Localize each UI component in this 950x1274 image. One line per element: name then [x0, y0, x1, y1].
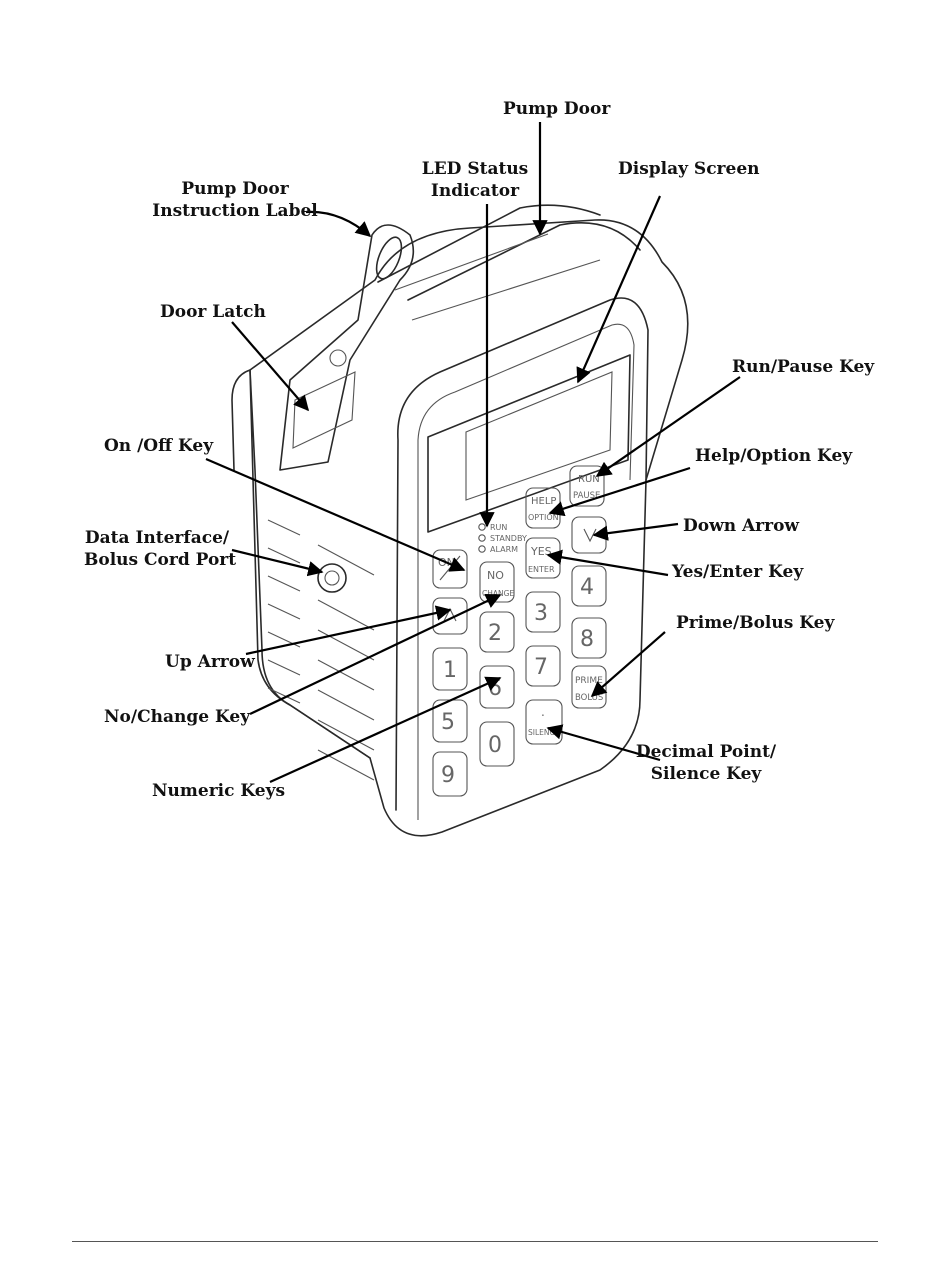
- svg-text:3: 3: [534, 601, 548, 626]
- label-yes-enter-key: Yes/Enter Key: [672, 562, 804, 582]
- led-standby-text: STANDBY: [490, 534, 527, 543]
- label-down-arrow: Down Arrow: [683, 516, 800, 536]
- display-screen-glass: [465, 371, 613, 501]
- arrow-numeric-keys: [269, 676, 502, 784]
- label-run-pause-key: Run/Pause Key: [732, 357, 875, 377]
- numeric-key-2[interactable]: 2: [479, 611, 515, 653]
- led-run-text: RUN: [490, 523, 507, 532]
- label-pump-door-instruction: Pump Door Instruction Label: [150, 178, 320, 222]
- door-latch-outline: [279, 224, 415, 471]
- run-pause-key[interactable]: RUN PAUSE: [569, 465, 605, 507]
- svg-text:9: 9: [441, 763, 455, 788]
- data-port-inner: [324, 570, 340, 586]
- side-panel-outline: [231, 369, 371, 759]
- arrow-prime-bolus: [590, 631, 666, 698]
- svg-text:5: 5: [441, 710, 455, 735]
- pump-door-outline: [377, 204, 641, 301]
- enter-key-text: ENTER: [528, 565, 555, 574]
- arrow-display-screen: [576, 195, 662, 384]
- front-panel-outline: [395, 297, 649, 811]
- data-port-outer: [317, 563, 347, 593]
- arrow-pump-door-instruction: [305, 210, 372, 238]
- arrow-door-latch: [231, 321, 310, 412]
- numeric-keys: 4 3 8 2 7 1 6 5 0 9: [432, 565, 607, 797]
- label-data-interface-line1: Data Interface/: [84, 528, 230, 548]
- led-alarm-text: ALARM: [490, 545, 518, 554]
- arrow-run-pause: [595, 376, 741, 477]
- display-screen-bezel: [427, 354, 631, 533]
- arrow-yes-enter: [546, 549, 669, 577]
- pump-device-drawing: RUN STANDBY ALARM ON HELP OPTION RUN PAU…: [231, 204, 689, 837]
- decimal-point-silence-key[interactable]: . SILENCE: [525, 699, 563, 745]
- numeric-key-7[interactable]: 7: [525, 645, 561, 687]
- numeric-key-8[interactable]: 8: [571, 617, 607, 659]
- label-decimal-point-line2: Silence Key: [650, 764, 762, 784]
- arrow-decimal-silence: [546, 724, 661, 762]
- label-numeric-keys: Numeric Keys: [152, 781, 286, 801]
- yes-enter-key[interactable]: YES ENTER: [525, 537, 561, 579]
- svg-text:0: 0: [488, 733, 502, 758]
- prime-key-text: PRIME: [575, 676, 603, 686]
- side-vent-ribs: [267, 519, 375, 781]
- label-pump-door-instruction-line1: Pump Door: [181, 179, 289, 199]
- arrow-on-off: [205, 457, 466, 572]
- change-key-text: CHANGE: [482, 589, 514, 598]
- door-latch-pin: [329, 349, 347, 367]
- label-up-arrow: Up Arrow: [165, 652, 255, 672]
- label-prime-bolus-key: Prime/Bolus Key: [676, 613, 835, 633]
- numeric-key-0[interactable]: 0: [479, 721, 515, 767]
- label-help-option-key: Help/Option Key: [695, 446, 853, 466]
- numeric-key-1[interactable]: 1: [432, 647, 468, 691]
- up-arrow-key[interactable]: [432, 597, 468, 635]
- svg-text:2: 2: [488, 621, 502, 646]
- led-status-indicator: RUN STANDBY ALARM: [478, 523, 527, 554]
- option-key-text: OPTION: [528, 513, 559, 522]
- label-led-status-indicator: LED Status Indicator: [420, 158, 530, 202]
- no-key-text: NO: [487, 569, 504, 582]
- no-change-key[interactable]: NO CHANGE: [479, 561, 515, 603]
- svg-text:1: 1: [443, 658, 457, 683]
- arrow-up: [245, 605, 452, 656]
- silence-key-text: SILENCE: [528, 728, 560, 737]
- label-data-interface: Data Interface/ Bolus Cord Port: [84, 527, 237, 571]
- help-key-text: HELP: [531, 496, 556, 507]
- label-data-interface-line2: Bolus Cord Port: [84, 550, 237, 570]
- label-pump-door-instruction-line2: Instruction Label: [152, 201, 318, 221]
- bolus-key-text: BOLUS: [575, 693, 603, 703]
- door-latch-plate: [292, 371, 356, 449]
- label-door-latch: Door Latch: [160, 302, 266, 322]
- pump-body-outline: [249, 219, 689, 837]
- arrow-down: [592, 522, 679, 541]
- callout-arrows: [205, 122, 741, 784]
- svg-text:4: 4: [580, 575, 594, 600]
- pump-door-face: [394, 233, 601, 321]
- numeric-key-4[interactable]: 4: [571, 565, 607, 607]
- front-panel-inner-edge: [417, 323, 635, 820]
- yes-key-text: YES: [530, 545, 552, 558]
- label-led-status-line1: LED Status: [421, 159, 529, 179]
- label-pump-door: Pump Door: [503, 99, 611, 119]
- label-led-status-line2: Indicator: [430, 181, 520, 201]
- door-latch-slot: [375, 236, 403, 280]
- arrow-data-interface: [231, 548, 324, 577]
- label-decimal-point-line1: Decimal Point/: [635, 742, 777, 762]
- numeric-key-3[interactable]: 3: [525, 591, 561, 633]
- pause-key-text: PAUSE: [573, 491, 600, 501]
- label-display-screen: Display Screen: [618, 159, 760, 179]
- run-key-text: RUN: [578, 474, 600, 485]
- svg-text:7: 7: [534, 655, 548, 680]
- dot-key-text: .: [541, 705, 545, 719]
- arrow-no-change: [249, 594, 502, 715]
- label-decimal-point-silence: Decimal Point/ Silence Key: [632, 741, 780, 785]
- numeric-key-9[interactable]: 9: [432, 751, 468, 797]
- label-on-off-key: On /Off Key: [104, 436, 214, 456]
- label-no-change-key: No/Change Key: [104, 707, 251, 727]
- numeric-key-6[interactable]: 6: [479, 665, 515, 709]
- arrow-help-option: [548, 466, 691, 517]
- page-footer-rule: [72, 1241, 878, 1242]
- help-option-key[interactable]: HELP OPTION: [525, 487, 561, 529]
- svg-text:8: 8: [580, 627, 594, 652]
